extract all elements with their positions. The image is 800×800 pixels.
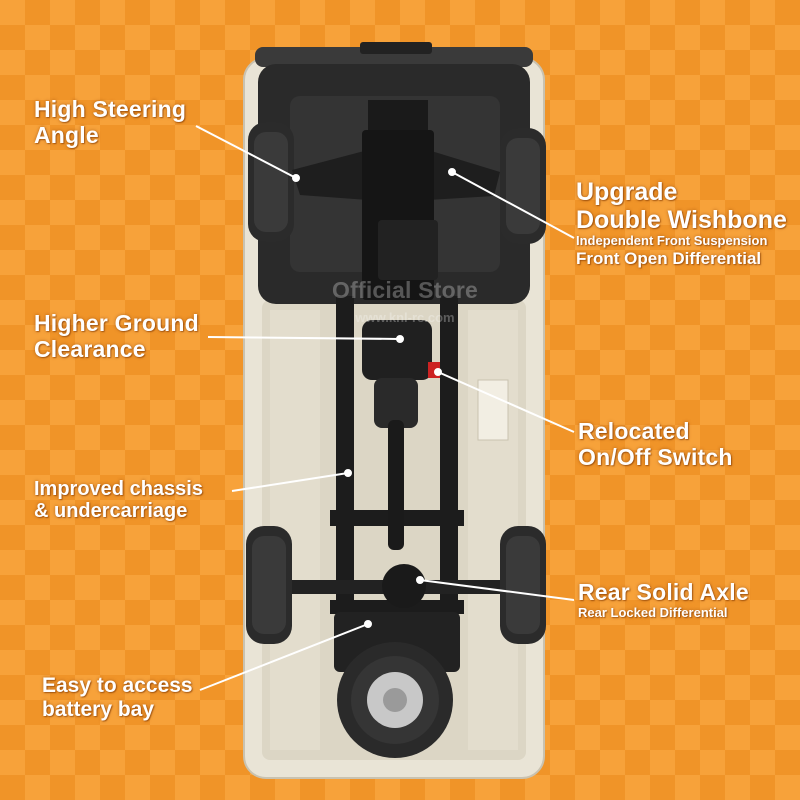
front-left-wheel [248,122,294,242]
watermark-line2: www.knl-rc.com [355,310,455,325]
label-high-steering-line1: High Steering [34,96,187,122]
callout-line-steering [195,125,297,179]
callout-line-battery [199,623,369,691]
label-switch-line2: On/Off Switch [578,443,733,470]
label-chassis-line1: Improved chassis [34,478,203,500]
label-onoff-switch: Relocated On/Off Switch [578,418,733,471]
label-wishbone-line1: Upgrade [576,178,678,206]
callout-line-chassis [231,472,349,492]
spare-tire [337,642,453,758]
label-ground-line1: Higher Ground [34,310,199,336]
label-battery-line1: Easy to access [42,674,193,697]
label-battery-line2: battery bay [42,697,155,721]
callout-line-axle [419,579,575,601]
label-wishbone-line4: Front Open Differential [576,248,762,268]
label-rear-solid-axle: Rear Solid Axle Rear Locked Differential [578,579,749,620]
label-axle-line1: Rear Solid Axle [578,579,749,605]
callout-line-ground [207,336,401,340]
label-axle-line2: Rear Locked Differential [578,604,728,620]
callout-lines [195,125,575,691]
rear-right-wheel [500,526,546,644]
label-improved-chassis: Improved chassis & undercarriage [34,478,203,523]
label-battery-bay: Easy to access battery bay [42,674,193,721]
front-suspension [292,130,500,300]
label-chassis-line2: & undercarriage [34,500,188,523]
label-wishbone-line2: Double Wishbone [576,206,787,234]
label-high-steering-line2: Angle [34,121,99,148]
label-switch-line1: Relocated [578,418,690,444]
callout-line-wishbone [451,171,575,239]
rear-left-wheel [246,526,292,644]
watermark-line1: Official Store [332,277,478,303]
label-double-wishbone: Upgrade Double Wishbone Independent Fron… [576,178,787,268]
label-ground-clearance: Higher Ground Clearance [34,310,199,363]
callout-line-switch [437,371,575,433]
label-high-steering: High Steering Angle [34,96,187,149]
label-wishbone-line3: Independent Front Suspension [576,233,768,248]
label-ground-line2: Clearance [34,335,146,362]
front-right-wheel [500,128,546,244]
